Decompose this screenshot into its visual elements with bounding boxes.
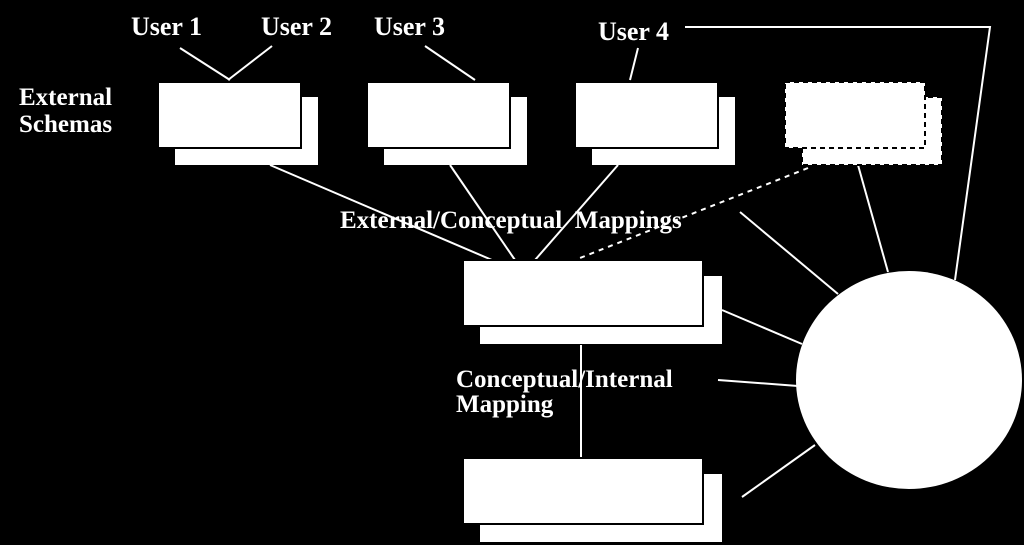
connector-user3-schema2	[424, 45, 476, 81]
user-2-label: User 2	[261, 12, 333, 41]
external-schemas-label-line1: External	[19, 84, 113, 111]
external-schema-1	[157, 81, 318, 165]
connector-lines	[179, 26, 992, 498]
connector-mapping-label-storage	[739, 211, 839, 295]
external-schema-2	[366, 81, 527, 165]
connector-user4-schema3	[629, 47, 639, 81]
connector-schema4-conceptual-dashed	[579, 167, 809, 259]
user-1-label: User 1	[131, 12, 203, 41]
external-schema-3	[574, 81, 735, 165]
connector-conceptual-storage	[721, 309, 803, 345]
conceptual-internal-mapping-label-line2: Mapping	[456, 391, 554, 418]
connector-internal-label-storage	[717, 379, 799, 387]
connector-schema4-storage	[857, 164, 889, 273]
conceptual-schema	[462, 259, 722, 344]
external-conceptual-mappings-label: External/Conceptual Mappings	[340, 207, 682, 234]
connector-schema3-conceptual	[534, 164, 619, 261]
connector-user4-storage	[685, 26, 992, 281]
connector-schema1-conceptual	[269, 164, 493, 261]
user-4-label: User 4	[598, 17, 670, 46]
conceptual-internal-mapping-label-line1: Conceptual/Internal	[456, 366, 673, 393]
connector-user1-schema1	[179, 47, 231, 81]
external-schema-4-dashed	[784, 81, 943, 166]
internal-schema	[462, 457, 722, 542]
external-schemas-label-line2: Schemas	[19, 111, 113, 138]
connector-user2-schema1	[227, 45, 273, 81]
connector-schema2-conceptual	[449, 164, 516, 261]
connector-internal-storage	[741, 444, 816, 498]
user-3-label: User 3	[374, 12, 446, 41]
stored-database-circle	[796, 271, 1022, 489]
